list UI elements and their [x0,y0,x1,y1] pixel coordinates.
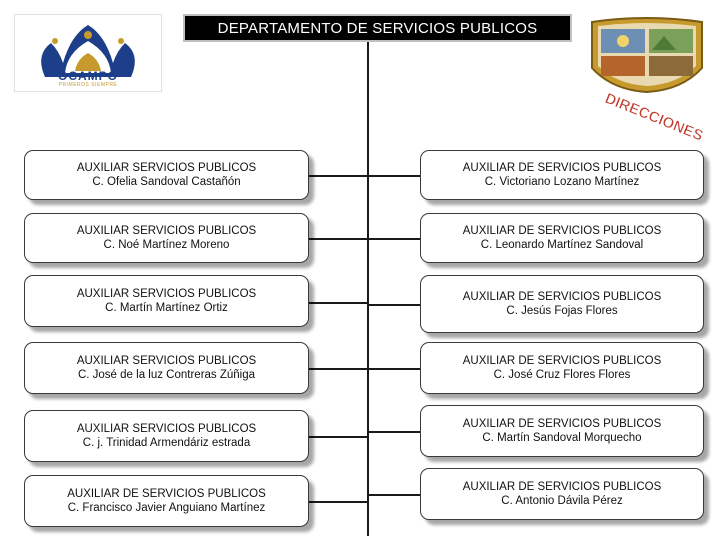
staff-node: AUXILIAR DE SERVICIOS PUBLICOS C. Leonar… [420,213,704,263]
municipal-seal-graphic [591,17,703,94]
connector-line [309,302,368,304]
staff-node: AUXILIAR SERVICIOS PUBLICOS C. Martín Ma… [24,275,309,327]
staff-node: AUXILIAR DE SERVICIOS PUBLICOS C. Victor… [420,150,704,200]
node-name: C. Antonio Dávila Pérez [501,495,623,507]
node-role: AUXILIAR DE SERVICIOS PUBLICOS [462,355,662,367]
node-name: C. José Cruz Flores Flores [493,369,631,381]
staff-node: AUXILIAR SERVICIOS PUBLICOS C. Ofelia Sa… [24,150,309,200]
connector-line [309,368,368,370]
connector-line [368,494,420,496]
page-title-box: DEPARTAMENTO DE SERVICIOS PUBLICOS [183,14,572,42]
node-name: C. José de la luz Contreras Zúñiga [77,369,256,381]
node-name: C. Ofelia Sandoval Castañón [92,176,241,188]
ocampo-logo: OCAMPO PRIMEROS SIEMPRE [14,14,162,92]
node-role: AUXILIAR SERVICIOS PUBLICOS [76,225,257,237]
staff-node: AUXILIAR SERVICIOS PUBLICOS C. j. Trinid… [24,410,309,462]
logo-name: OCAMPO [58,69,118,83]
node-role: AUXILIAR SERVICIOS PUBLICOS [76,288,257,300]
staff-node: AUXILIAR DE SERVICIOS PUBLICOS C. Antoni… [420,468,704,520]
node-role: AUXILIAR SERVICIOS PUBLICOS [76,423,257,435]
corner-banner: DIRECCIONES [600,86,720,156]
staff-node: AUXILIAR DE SERVICIOS PUBLICOS C. Franci… [24,475,309,527]
connector-line [368,238,420,240]
node-role: AUXILIAR SERVICIOS PUBLICOS [76,355,257,367]
connector-line [368,304,420,306]
node-role: AUXILIAR DE SERVICIOS PUBLICOS [462,225,662,237]
node-name: C. Martín Martínez Ortiz [105,302,228,314]
staff-node: AUXILIAR SERVICIOS PUBLICOS C. José de l… [24,342,309,394]
node-role: AUXILIAR DE SERVICIOS PUBLICOS [462,162,662,174]
logo-tagline: PRIMEROS SIEMPRE [58,82,118,88]
node-name: C. Francisco Javier Anguiano Martínez [67,502,266,514]
ocampo-logo-graphic [41,25,135,77]
connector-line [309,436,368,438]
node-role: AUXILIAR DE SERVICIOS PUBLICOS [462,481,662,493]
page-title: DEPARTAMENTO DE SERVICIOS PUBLICOS [217,19,538,37]
connector-line [368,175,420,177]
connector-line [368,431,420,433]
node-role: AUXILIAR DE SERVICIOS PUBLICOS [462,291,662,303]
connector-line [309,238,368,240]
node-role: AUXILIAR DE SERVICIOS PUBLICOS [462,418,662,430]
staff-node: AUXILIAR SERVICIOS PUBLICOS C. Noé Martí… [24,213,309,263]
node-name: C. Noé Martínez Moreno [103,239,230,251]
node-name: C. Martín Sandoval Morquecho [482,432,642,444]
node-role: AUXILIAR SERVICIOS PUBLICOS [76,162,257,174]
org-trunk-line [367,42,369,536]
corner-banner-text: DIRECCIONES [603,90,706,145]
node-role: AUXILIAR DE SERVICIOS PUBLICOS [67,488,266,500]
municipal-seal [586,16,708,94]
staff-node: AUXILIAR DE SERVICIOS PUBLICOS C. Martín… [420,405,704,457]
connector-line [368,368,420,370]
node-name: C. j. Trinidad Armendáriz estrada [82,437,251,449]
node-name: C. Victoriano Lozano Martínez [484,176,640,188]
staff-node: AUXILIAR DE SERVICIOS PUBLICOS C. Jesús … [420,275,704,333]
staff-node: AUXILIAR DE SERVICIOS PUBLICOS C. José C… [420,342,704,394]
corner-banner-graphic: DIRECCIONES [602,90,706,145]
connector-line [309,501,368,503]
node-name: C. Jesús Fojas Flores [506,305,618,317]
node-name: C. Leonardo Martínez Sandoval [480,239,644,251]
connector-line [309,175,368,177]
